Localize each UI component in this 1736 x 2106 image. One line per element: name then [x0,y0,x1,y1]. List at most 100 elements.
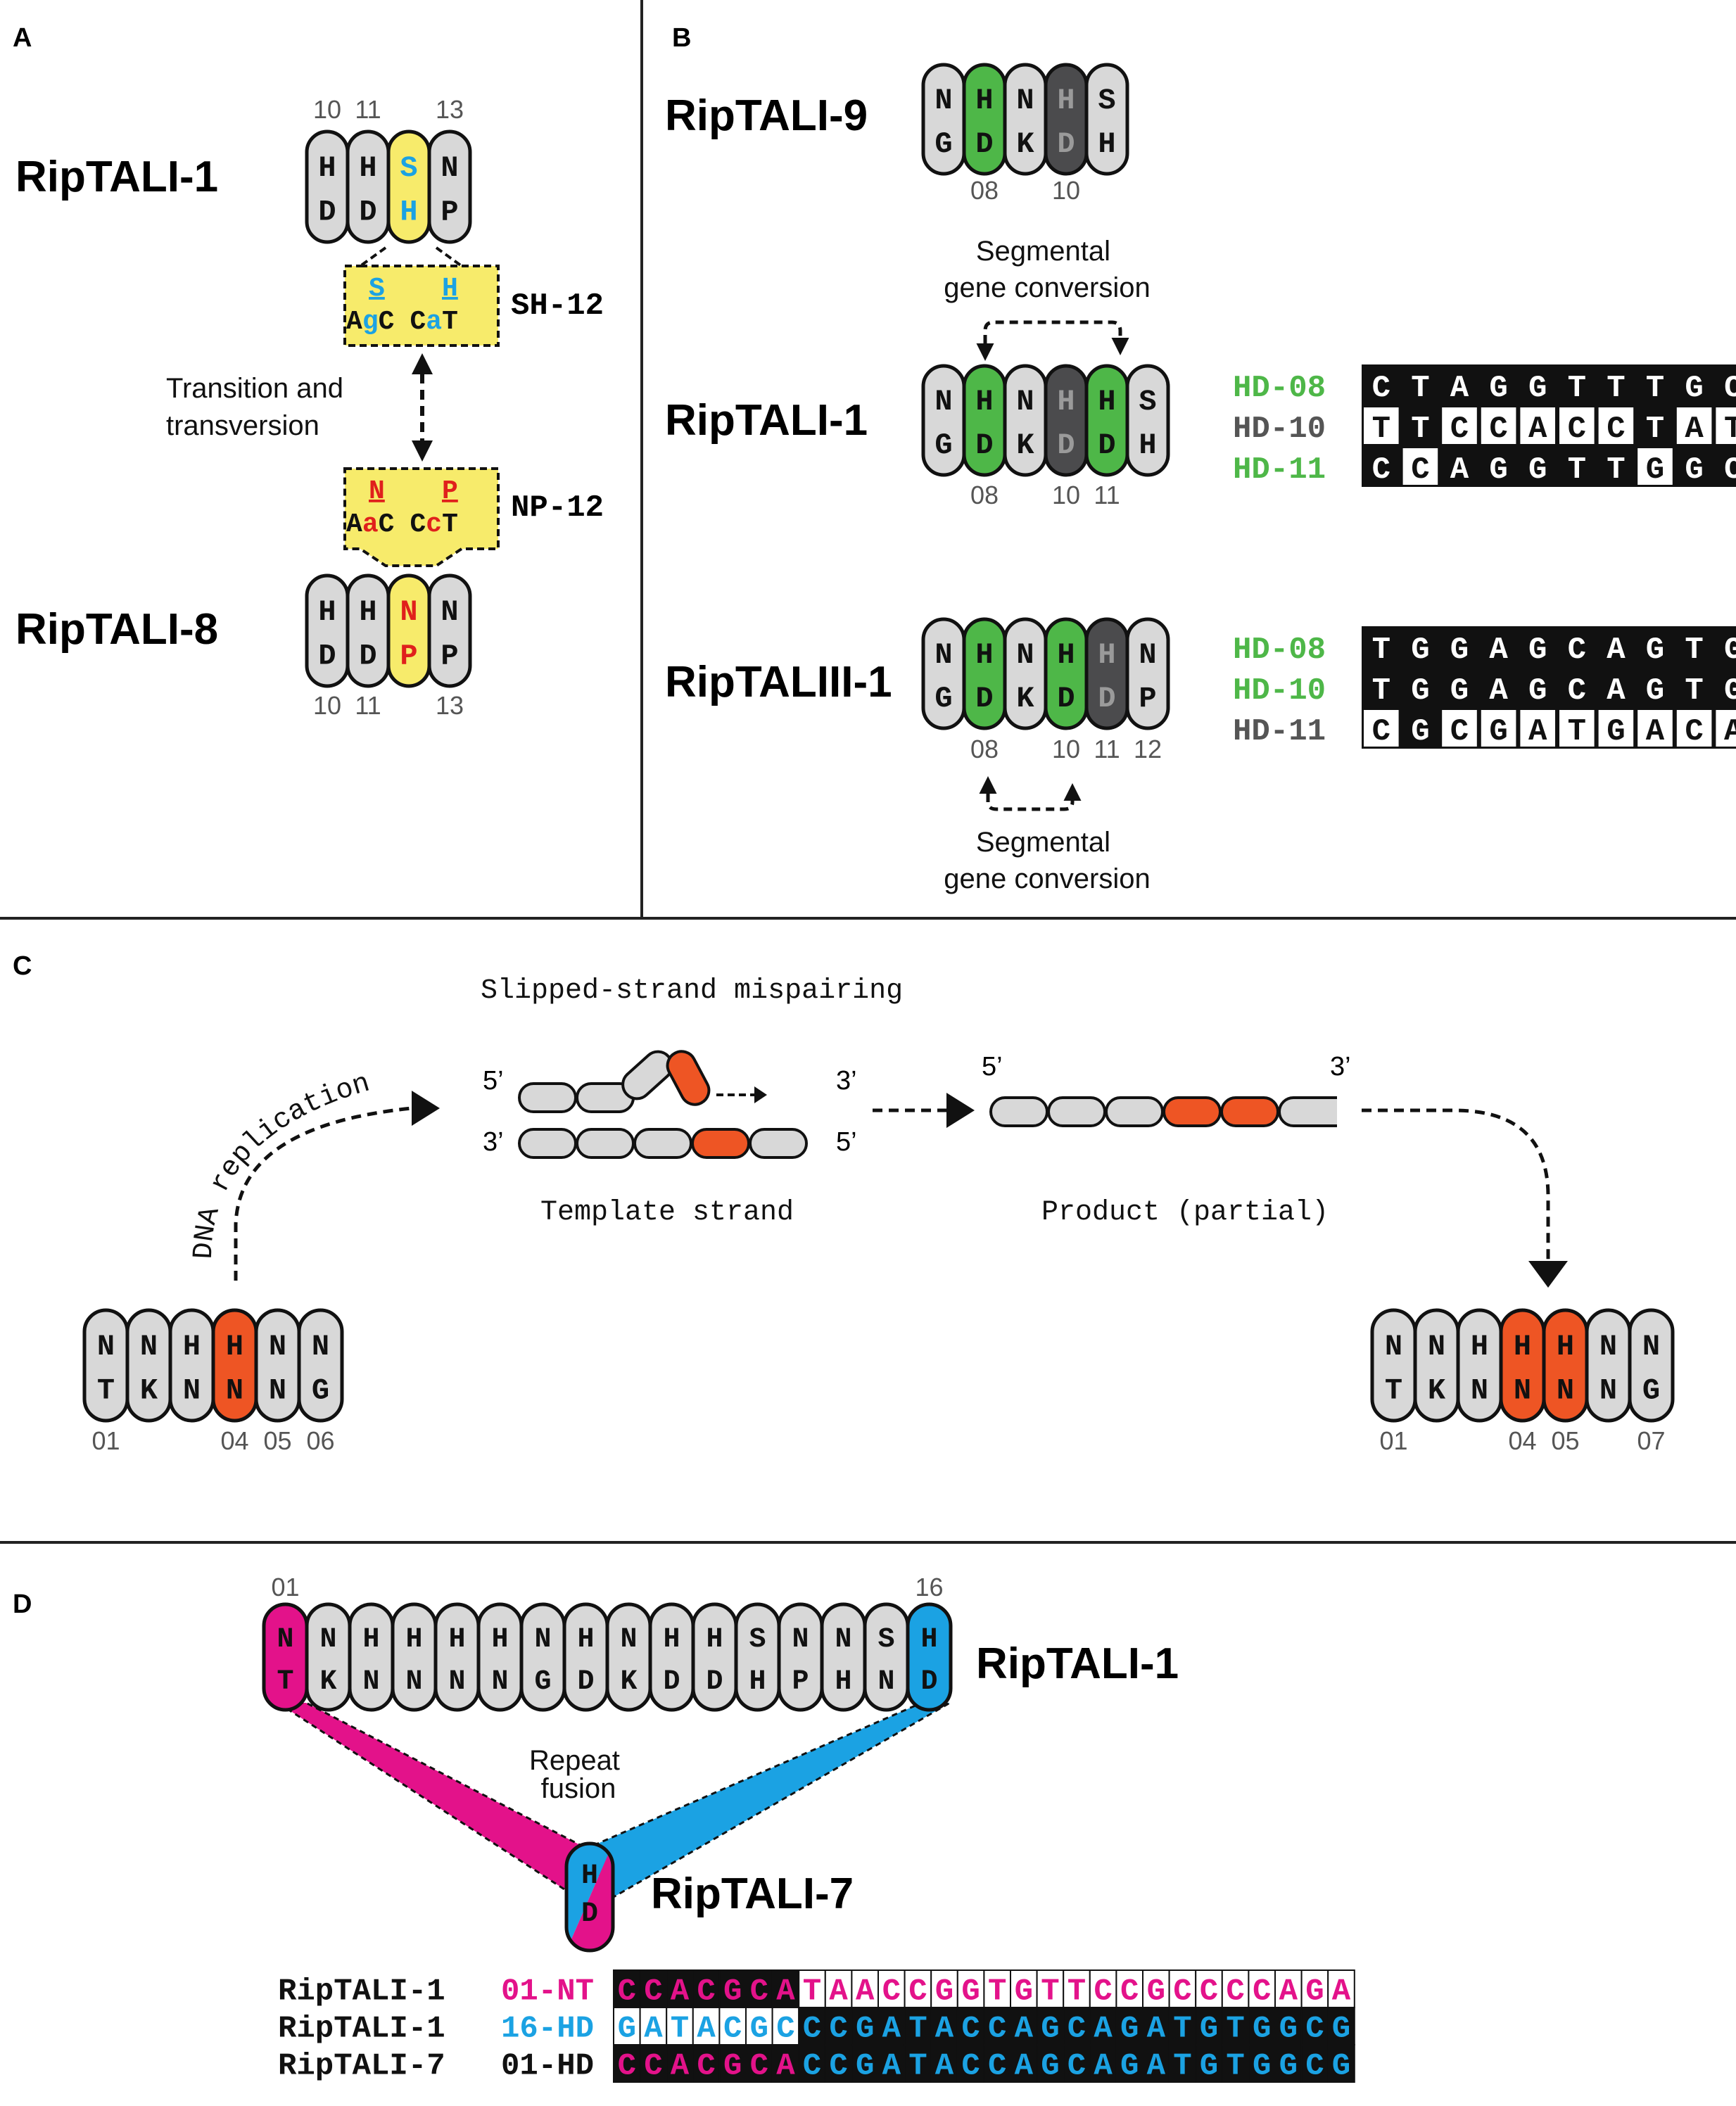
replication-arrow [234,1106,412,1281]
repeat-unit: NT [82,1308,129,1423]
repeat-rvd-bottom: K [1016,682,1034,716]
repeat-rvd-bottom: K [1016,127,1034,161]
svg-text:A: A [935,2048,954,2083]
svg-text:C: C [961,2048,980,2083]
repeat-number: 05 [1551,1426,1579,1455]
zoom-connector [359,246,463,267]
fusion-wedge-blue [588,1701,954,1902]
svg-text:G: G [1724,633,1736,668]
product-segment-open [1278,1096,1337,1127]
svg-text:C: C [750,2048,768,2083]
repeat-rvd-top: H [920,1624,937,1656]
repeat-rvd-top: H [448,1624,465,1656]
svg-text:A: A [1015,2011,1034,2046]
repeat-number: 01 [271,1573,299,1601]
repeat-rvd-top: H [1098,638,1115,672]
new-strand-segment [518,1082,577,1113]
svg-text:T: T [1607,371,1625,406]
repeat-rvd-top: N [140,1330,158,1364]
template-segment [518,1128,577,1159]
repeat-rvd-top: N [400,595,417,629]
svg-text:T: T [1226,2011,1244,2046]
svg-text:C: C [1305,2011,1324,2046]
repeat-rvd-top: S [1139,385,1156,419]
svg-text:C: C [1724,371,1736,406]
process-arrowhead [946,1093,975,1128]
repeat-unit: HD [562,1602,609,1712]
repeat-rvd-top: N [97,1330,115,1364]
svg-text:G: G [1528,452,1547,488]
repeat-dark-unit: HD [1084,617,1129,730]
repeat-unit: HN [1456,1308,1503,1423]
svg-text:G: G [1646,633,1664,668]
svg-text:T: T [1646,412,1664,447]
svg-text:A: A [776,2048,795,2083]
repeat-unit: HN [168,1308,215,1423]
repeat-rvd-bottom: D [1098,682,1115,716]
svg-text:G: G [1489,714,1507,749]
repeat-rvd-bottom: G [312,1374,329,1408]
sequence-row: TGGAGCAGTGG [1372,673,1736,709]
svg-text:A: A [1094,2048,1113,2083]
repeat-unit: NK [125,1308,172,1423]
svg-text:C: C [1226,1974,1244,2009]
repeat-unit: NH [820,1602,867,1712]
repeat-unit: NK [1003,617,1048,730]
repeat-unit: HN [348,1602,395,1712]
riptali-1-label: RipTALI-1 [15,153,218,201]
svg-text:C: C [697,2048,715,2083]
repeat-rvd-top: H [1098,385,1115,419]
repeat-unit: NG [921,617,966,730]
svg-text:G: G [1411,673,1429,709]
svg-text:T: T [1568,371,1586,406]
svg-text:T: T [1646,371,1664,406]
repeat-orange-unit: HN [1499,1308,1546,1423]
template-segment [749,1128,808,1159]
svg-text:G: G [1646,452,1664,488]
sequence-row-label: HD-08 [1233,371,1326,406]
repeat-rvd-top: H [1057,385,1075,419]
repeat-rvd-bottom: K [1428,1374,1446,1408]
svg-text:G: G [1685,452,1703,488]
repeat-rvd-top: H [318,595,336,629]
repeat-rvd-bottom: D [1057,682,1075,716]
conversion-label-bottom: Segmental gene conversion [944,827,1151,894]
repeat-rvd-bottom: N [448,1666,465,1698]
repeat-fusion-label: Repeat fusion [529,1745,628,1804]
repeat-rvd-top: N [934,84,952,118]
repeat-unit: NG [297,1308,344,1423]
product-segment [1105,1096,1164,1127]
repeat-unit: NP [427,129,472,244]
extension-arrowhead [754,1086,767,1103]
svg-text:G: G [1120,2048,1139,2083]
repeat-rvd-top: N [1385,1330,1402,1364]
three-prime-bottom: 3’ [483,1127,504,1157]
repeat-rvd-top: S [1098,84,1115,118]
sequence-row-tag: 16-HD [501,2011,594,2046]
repeat-rvd-bottom: N [1557,1374,1574,1408]
repeat-rvd-bottom: N [405,1666,422,1698]
product-five-prime: 5’ [982,1052,1003,1081]
svg-text:G: G [723,2048,742,2083]
sequence-row-label: HD-10 [1233,673,1326,709]
repeat-rvd-bottom: T [97,1374,115,1408]
riptaliii-1-label: RipTALIII-1 [665,658,892,706]
repeat-unit: HN [391,1602,438,1712]
repeat-unit: NN [1585,1308,1632,1423]
repeat-number: 08 [970,176,999,205]
repeat-rvd-top: N [319,1624,336,1656]
repeat-orange-unit: HN [211,1308,258,1423]
svg-text:T: T [1568,452,1586,488]
svg-text:A: A [776,1974,795,2009]
panel-letter-c: C [13,951,32,981]
repeat-rvd-bottom: H [835,1666,851,1698]
svg-text:G: G [1528,371,1547,406]
repeat-rvd-top: N [1016,385,1034,419]
